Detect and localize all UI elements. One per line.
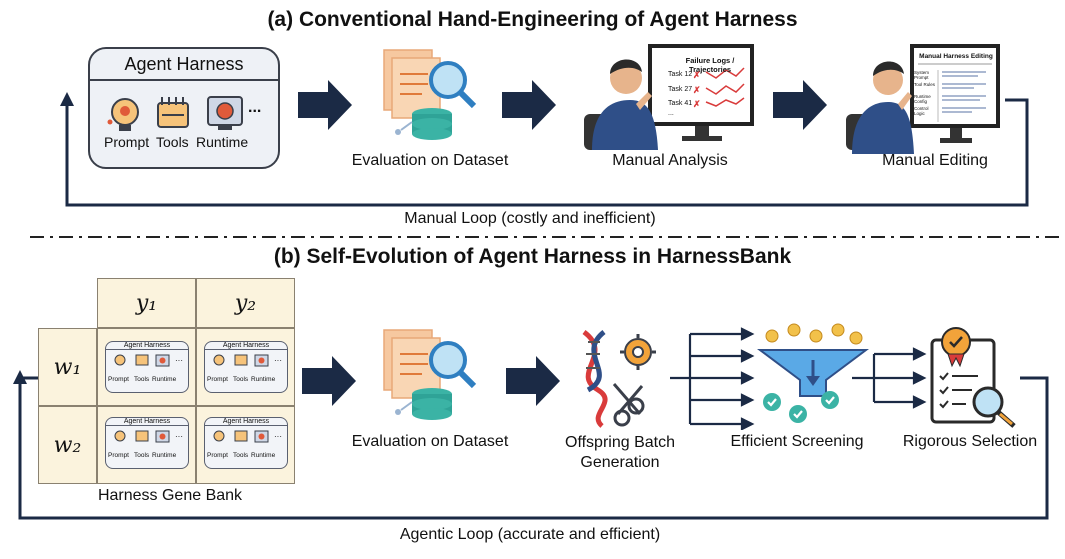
manual-loop-line [65,98,1029,207]
failure-logs-title: Failure Logs / Trajectories [685,56,735,74]
manual-analysis-label: Manual Analysis [612,152,728,169]
edit-side-item-2: Tool Rules [914,82,936,87]
section-a-title: (a) Conventional Hand-Engineering of Age… [267,8,798,31]
harness-more: ... [248,99,262,116]
mini-harness: Agent Harness ··· Prompt Tools Runtime [105,417,189,469]
gene-cell-w2-y1: Agent Harness ··· Prompt Tools Runtime [97,406,196,484]
arrow-a1 [298,80,352,130]
mini-harness-title: Agent Harness [205,418,287,426]
gene-bank-label: Harness Gene Bank [97,487,243,504]
manual-editing-illustration [846,44,1000,154]
mini-harness-icons: ··· [114,430,183,443]
tools-label: Tools [156,134,189,150]
mini-harness-icons: ··· [213,354,282,367]
offspring-label: Offspring Batch Generation [565,434,675,471]
tools-icon [157,97,189,128]
prompt-label: Prompt [104,134,150,150]
mini-harness-icons: ··· [114,354,183,367]
screening-graphic [670,323,869,430]
manual-analysis-illustration [584,44,754,150]
runtime-label: Runtime [196,134,249,150]
gene-row-header-2: w₂ [38,406,97,484]
agentic-loop-arrowhead [13,370,27,384]
manual-loop-arrowhead [60,92,74,106]
fail-x-3: ✗ [693,99,701,109]
section-b-title: (b) Self-Evolution of Agent Harness in H… [273,245,792,268]
manual-editing-label: Manual Editing [882,152,988,169]
agent-harness-box: Agent Harness Prompt Tools Runtime ... [88,47,280,169]
selection-label: Rigorous Selection [902,433,1038,450]
agent-harness-title: Agent Harness [90,49,278,81]
arrow-b2 [506,356,560,406]
screening-label: Efficient Screening [730,433,864,450]
edit-side-item-1: System Prompt [914,70,930,80]
mini-harness: Agent Harness ··· Prompt Tools Runtime [105,341,189,393]
gene-col-header-2: y₂ [196,278,295,328]
svg-text:···: ··· [175,356,183,365]
evaluation-icon-a [383,49,477,140]
evaluation-label-a: Evaluation on Dataset [351,152,509,169]
agentic-loop-label: Agentic Loop (accurate and efficient) [399,526,661,543]
task-label-2: Task 27 [668,86,693,93]
arrow-a2 [502,80,556,130]
gene-cell-w2-y2: Agent Harness ··· Prompt Tools Runtime [196,406,295,484]
task-label-1: Task 12 [668,71,693,78]
gene-cell-w1-y1: Agent Harness ··· Prompt Tools Runtime [97,328,196,406]
gene-col-header-1: y₁ [97,278,196,328]
mini-harness-title: Agent Harness [106,418,188,426]
evaluation-label-b: Evaluation on Dataset [351,433,509,450]
runtime-icon [207,96,243,130]
arrow-a3 [773,80,827,130]
edit-side-item-4: Control Logic [914,106,929,116]
edit-side-item-3: Runtime Config [914,94,931,104]
mini-harness: Agent Harness ··· Prompt Tools Runtime [204,417,288,469]
mini-harness-title: Agent Harness [106,342,188,350]
mini-harness: Agent Harness ··· Prompt Tools Runtime [204,341,288,393]
harness-icons [107,96,243,131]
evaluation-icon-b [383,329,477,420]
task-label-3: Task 41 [668,100,693,107]
gene-cell-w1-y2: Agent Harness ··· Prompt Tools Runtime [196,328,295,406]
arrow-b1 [302,356,356,406]
selection-graphic [852,327,1016,428]
mini-harness-icons: ··· [213,430,282,443]
mini-harness-title: Agent Harness [205,342,287,350]
svg-text:···: ··· [274,356,282,365]
manual-loop-label: Manual Loop (costly and inefficient) [404,210,656,227]
manual-editing-screen-title: Manual Harness Editing [919,53,993,60]
svg-text:···: ··· [175,432,183,441]
task-more: ... [668,110,674,117]
dna-scissors-icon [582,329,656,428]
fail-x-1: ✗ [693,70,701,80]
gene-row-header-1: w₁ [38,328,97,406]
prompt-icon [107,98,139,131]
fail-x-2: ✗ [693,85,701,95]
svg-text:···: ··· [274,432,282,441]
